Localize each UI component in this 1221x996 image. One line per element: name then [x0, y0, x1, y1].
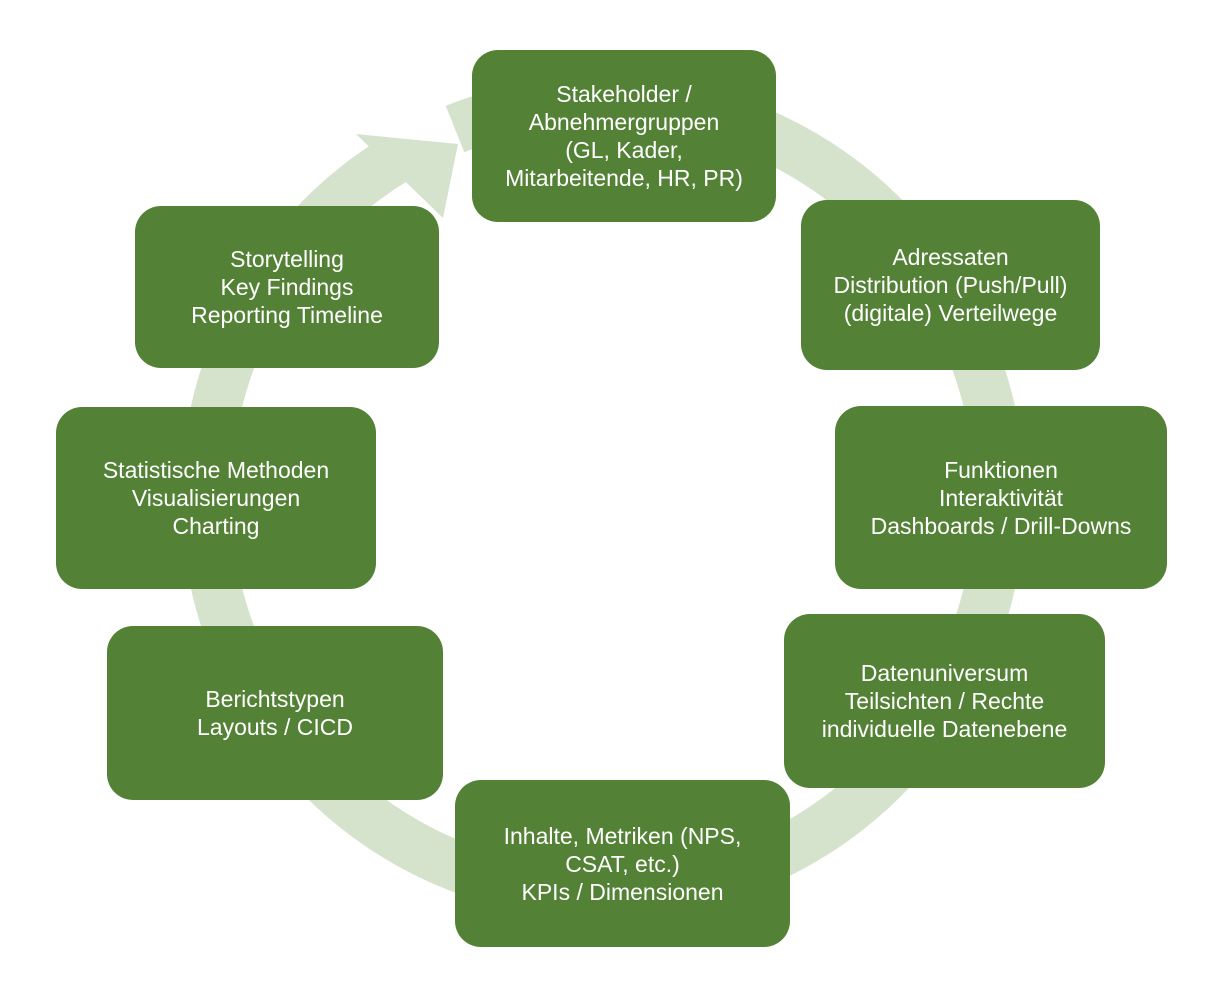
node-line: Interaktivität [939, 484, 1063, 511]
node-line: KPIs / Dimensionen [521, 878, 724, 905]
node-line: Datenuniversum [860, 660, 1029, 686]
node-datenuniversum: Datenuniversum Teilsichten / Rechte indi… [784, 614, 1105, 788]
node-line: Statistische Methoden [102, 457, 330, 483]
node-line: (GL, Kader, [565, 137, 683, 163]
node-inhalte-metriken: Inhalte, Metriken (NPS, CSAT, etc.) KPIs… [455, 780, 790, 947]
node-adressaten: Adressaten Distribution (Push/Pull) (dig… [801, 200, 1100, 370]
node-line: Mitarbeitende, HR, PR) [505, 165, 743, 191]
node-berichtstypen: Berichtstypen Layouts / CICD [107, 626, 443, 800]
node-line: Visualisierungen [131, 485, 301, 511]
node-line: Dashboards / Drill-Downs [870, 512, 1132, 539]
node-line: Teilsichten / Rechte [844, 688, 1045, 714]
node-line: Stakeholder / [556, 81, 692, 107]
cycle-arrowhead [356, 134, 458, 218]
node-line: Layouts / CICD [197, 714, 353, 740]
node-funktionen: Funktionen Interaktivität Dashboards / D… [835, 406, 1167, 589]
node-line: individuelle Datenebene [821, 716, 1068, 742]
node-line: Charting [172, 513, 260, 539]
node-statistische-methoden: Statistische Methoden Visualisierungen C… [56, 407, 376, 589]
node-stakeholder: Stakeholder / Abnehmergruppen (GL, Kader… [472, 50, 776, 222]
node-line: Inhalte, Metriken (NPS, [503, 822, 742, 849]
node-line: Distribution (Push/Pull) [833, 272, 1068, 298]
node-line: Reporting Timeline [191, 302, 383, 328]
node-line: Abnehmergruppen [528, 109, 720, 135]
node-line: Funktionen [944, 456, 1058, 483]
node-storytelling: Storytelling Key Findings Reporting Time… [135, 206, 439, 368]
node-line: CSAT, etc.) [565, 850, 680, 877]
node-line: (digitale) Verteilwege [843, 300, 1058, 326]
node-line: Key Findings [220, 274, 354, 300]
node-line: Adressaten [892, 244, 1009, 270]
node-line: Storytelling [230, 246, 344, 272]
node-line: Berichtstypen [205, 686, 345, 712]
